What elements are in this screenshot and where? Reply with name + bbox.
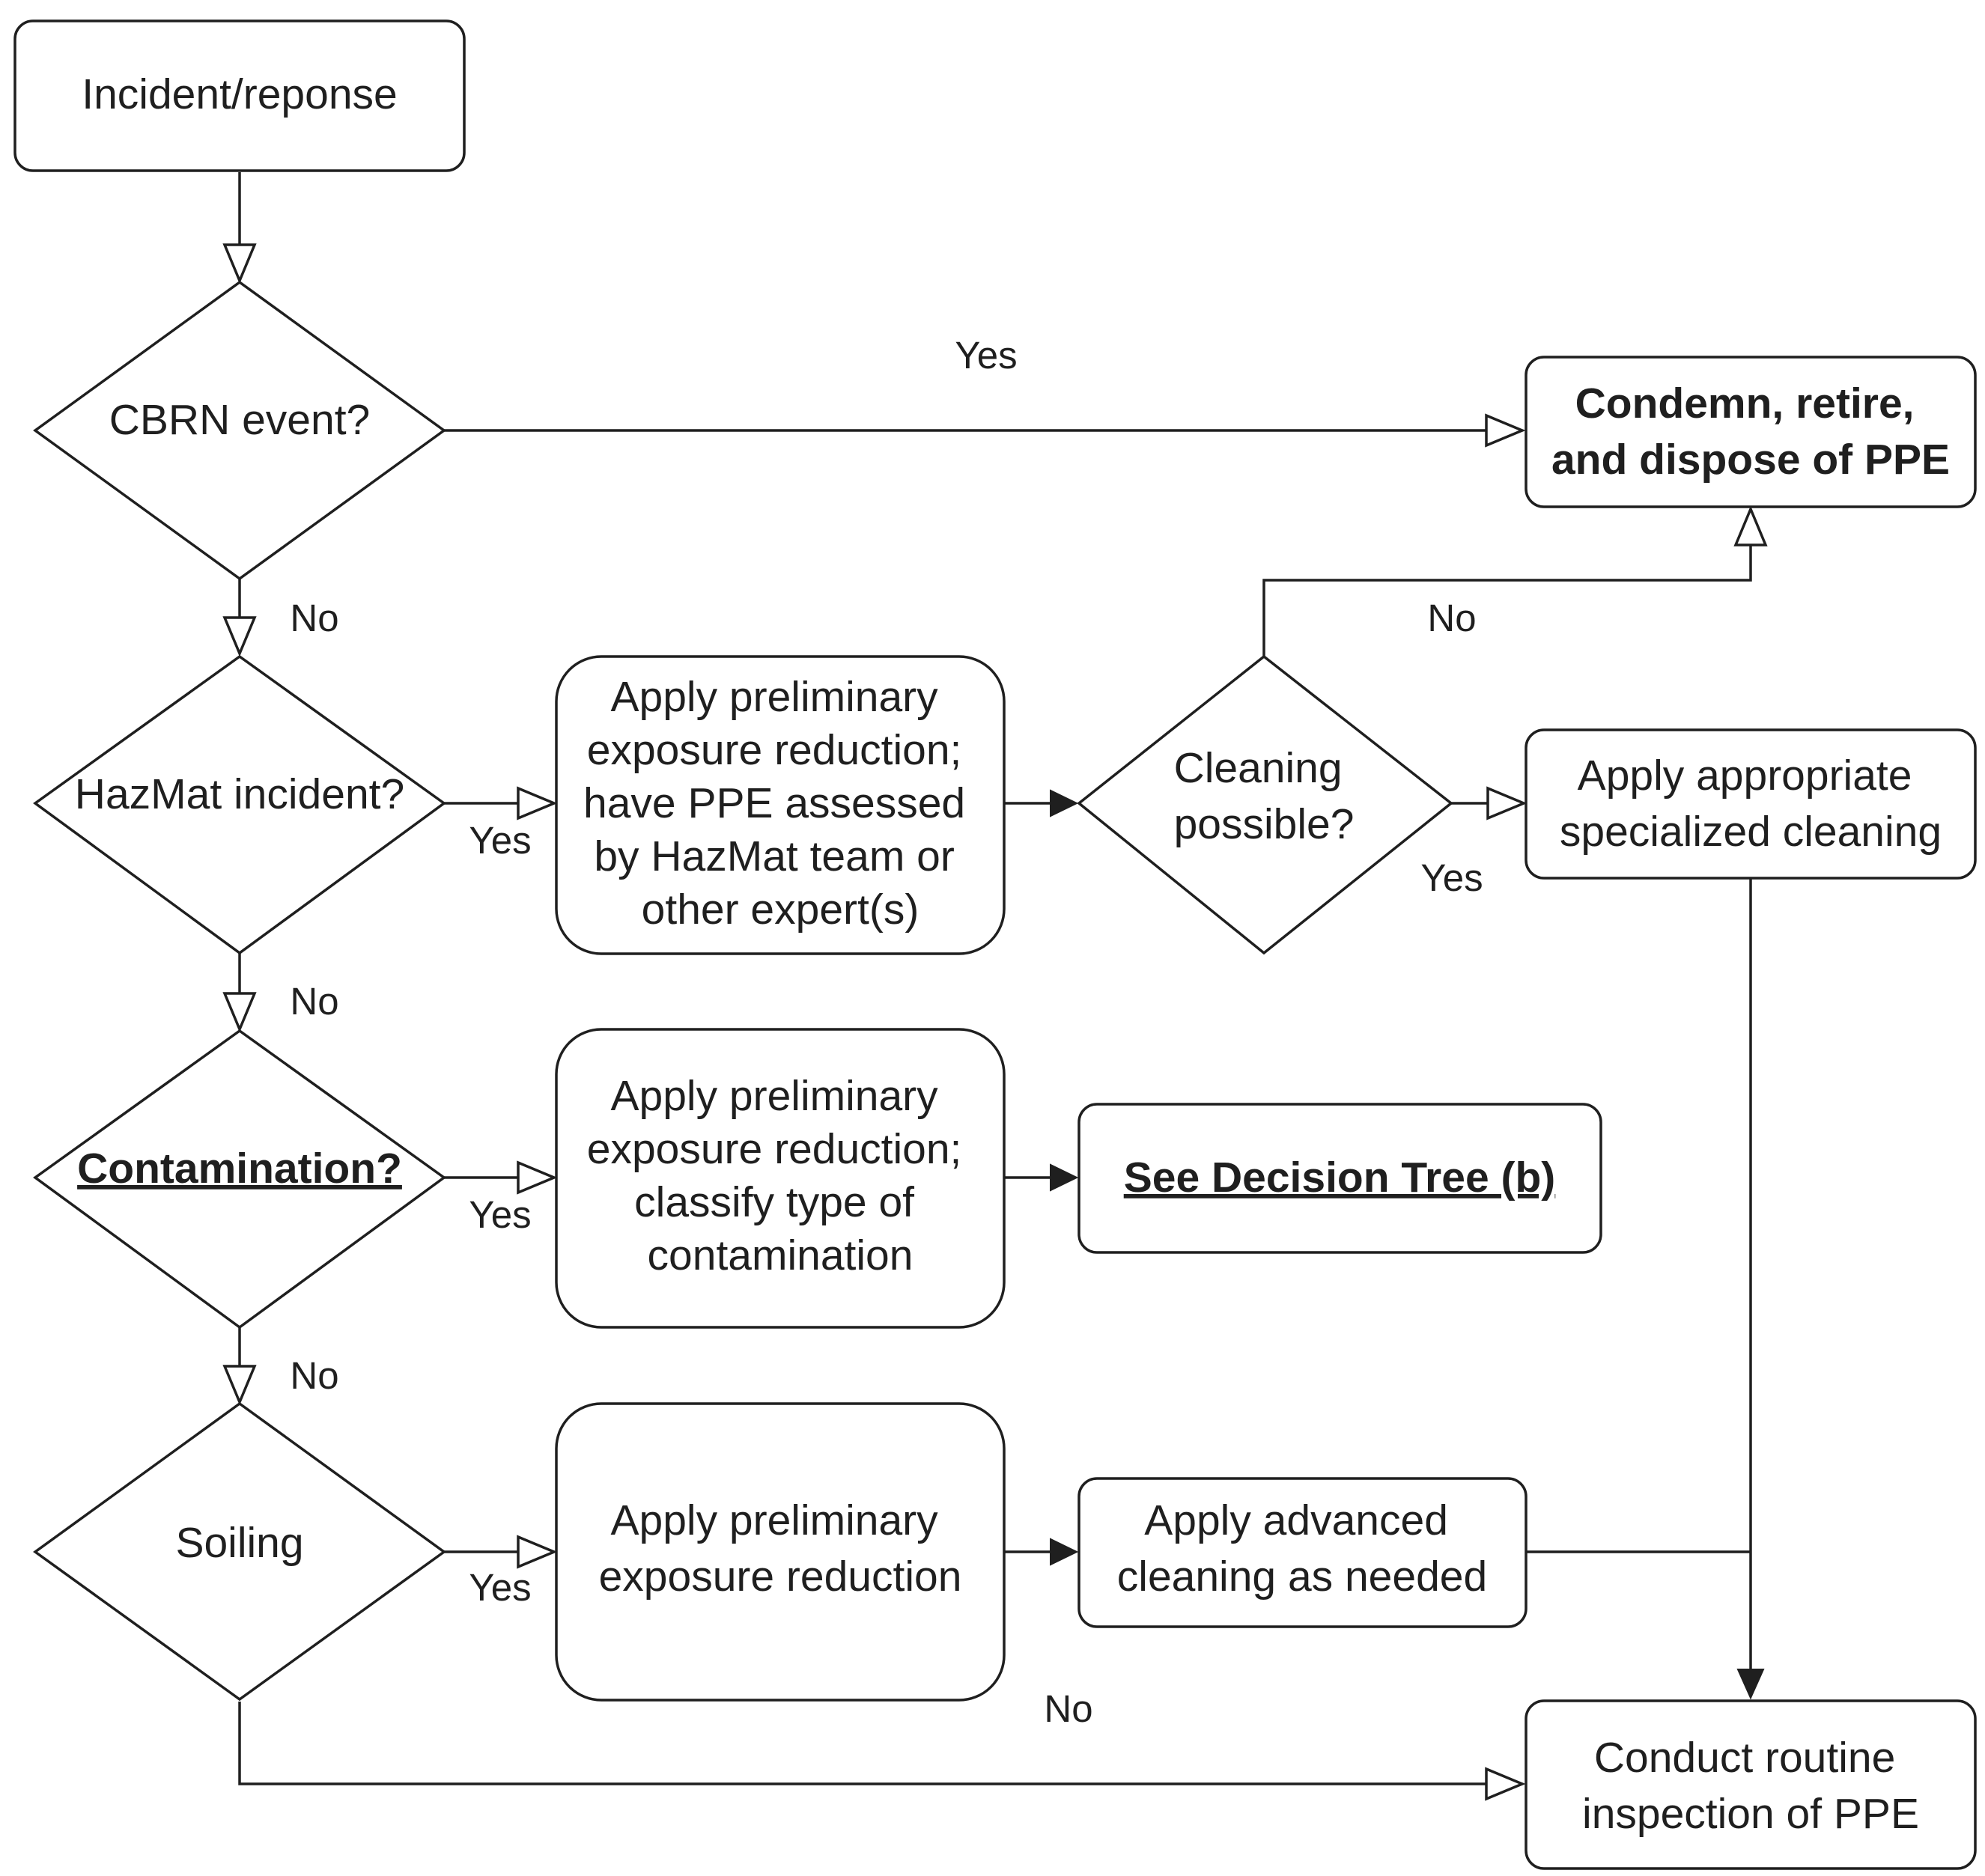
node-prelim-hazmat-text: Apply preliminary exposure reduction; ha…: [583, 673, 977, 934]
decision-cbrn-event: CBRN event?: [33, 280, 446, 581]
decision-cbrn-event-text: CBRN event?: [109, 396, 371, 444]
open-arrowhead: [222, 616, 257, 657]
node-incident-response-text: Incident/reponse: [82, 70, 397, 118]
edge-label-soiling-no: No: [1044, 1687, 1092, 1730]
node-incident-response: Incident/reponse: [13, 19, 466, 172]
open-arrowhead: [222, 992, 257, 1033]
edge-label-cleaning-yes: Yes: [1420, 856, 1483, 899]
open-arrowhead: [1733, 505, 1768, 546]
node-decision-tree-text: See Decision Tree (b): [1124, 1154, 1556, 1202]
edge-label-contamination-yes: Yes: [469, 1193, 531, 1236]
solid-arrowhead: [1050, 1538, 1079, 1566]
edge-label-hazmat-yes: Yes: [469, 819, 531, 862]
edge-soiling-no-to-inspection: [238, 1702, 1486, 1785]
decision-cleaning-possible: Cleaning possible?: [1077, 654, 1453, 955]
node-specialized-cleaning-text: Apply appropriate specialized cleaning: [1560, 752, 1942, 856]
open-arrowhead: [1486, 786, 1527, 820]
solid-arrowhead: [1050, 1163, 1079, 1192]
edge-label-hazmat-no: No: [290, 980, 338, 1023]
node-prelim-soiling-text: Apply preliminary exposure reduction: [599, 1496, 962, 1601]
edge-label-cbrn-no: No: [290, 597, 338, 639]
open-arrowhead: [517, 786, 558, 820]
solid-arrowhead: [1736, 1669, 1765, 1700]
node-prelim-hazmat-assessment: Apply preliminary exposure reduction; ha…: [555, 655, 1006, 955]
edge-label-cbrn-yes: Yes: [955, 334, 1017, 377]
open-arrowhead: [1485, 1767, 1526, 1801]
decision-contamination: Contamination?: [33, 1029, 446, 1330]
node-routine-inspection: Conduct routine inspection of PPE: [1525, 1699, 1977, 1870]
node-routine-inspection-text: Conduct routine inspection of PPE: [1582, 1734, 1919, 1838]
decision-soiling: Soiling: [33, 1401, 446, 1702]
node-prelim-exposure-reduction: Apply preliminary exposure reduction: [555, 1402, 1006, 1702]
edge-label-soiling-yes: Yes: [469, 1566, 531, 1609]
decision-hazmat-incident: HazMat incident?: [33, 654, 446, 955]
decision-contamination-text: Contamination?: [77, 1145, 402, 1193]
node-specialized-cleaning: Apply appropriate specialized cleaning: [1525, 728, 1977, 880]
edge-cleaning-no-to-condemn: [1262, 545, 1752, 657]
open-arrowhead: [517, 1535, 558, 1569]
open-arrowhead: [222, 1365, 257, 1406]
decision-cleaning-text: Cleaning possible?: [1174, 744, 1355, 848]
decision-hazmat-text: HazMat incident?: [75, 770, 404, 818]
node-advanced-cleaning-text: Apply advanced cleaning as needed: [1117, 1496, 1487, 1601]
edge-label-cleaning-no: No: [1427, 597, 1476, 639]
decision-soiling-text: Soiling: [175, 1519, 303, 1567]
node-advanced-cleaning: Apply advanced cleaning as needed: [1077, 1477, 1527, 1628]
open-arrowhead: [1485, 413, 1526, 448]
node-see-decision-tree-b: See Decision Tree (b): [1077, 1103, 1602, 1254]
node-condemn-text: Condemn, retire, and dispose of PPE: [1551, 380, 1950, 484]
open-arrowhead: [517, 1160, 558, 1195]
solid-arrowhead: [1050, 789, 1079, 817]
node-condemn-retire-dispose: Condemn, retire, and dispose of PPE: [1525, 356, 1977, 508]
node-prelim-contam-text: Apply preliminary exposure reduction; cl…: [587, 1072, 974, 1279]
open-arrowhead: [222, 243, 257, 284]
node-prelim-classify-contamination: Apply preliminary exposure reduction; cl…: [555, 1028, 1006, 1329]
edge-label-contamination-no: No: [290, 1354, 338, 1397]
